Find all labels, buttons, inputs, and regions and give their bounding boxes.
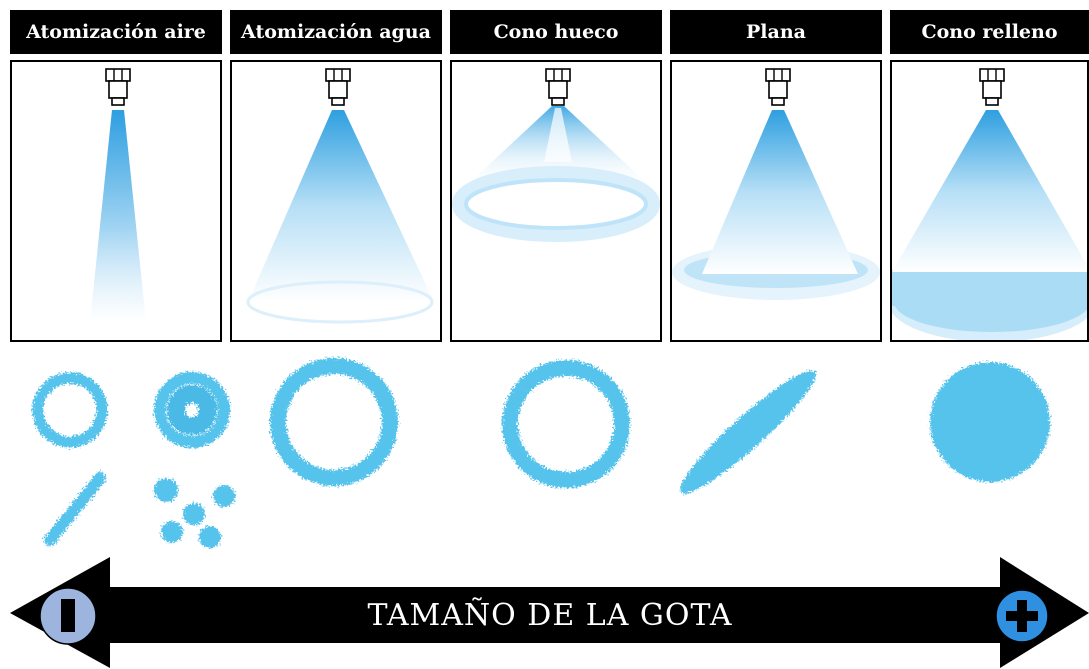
nozzle-icon xyxy=(545,68,571,106)
spray-patterns xyxy=(32,358,1050,548)
water-atomization-spray-illustration xyxy=(246,68,434,324)
flat-spray-illustration xyxy=(672,68,880,300)
header-label: Plana xyxy=(746,21,806,43)
panel-water-atomization xyxy=(230,60,442,342)
nozzle-icon xyxy=(325,68,351,106)
header-label: Cono relleno xyxy=(921,21,1058,43)
full-cone-spray-illustration xyxy=(892,68,1087,340)
hollow-ring-inner xyxy=(464,178,648,230)
flat-spray-fan xyxy=(702,110,858,274)
spray-edge xyxy=(246,280,434,324)
header-label: Atomización agua xyxy=(241,21,431,43)
hollow-cone-ring-pattern xyxy=(502,360,630,488)
nozzle-icon xyxy=(979,68,1005,106)
header-label: Atomización aire xyxy=(26,21,206,43)
panel-full-cone xyxy=(890,60,1089,342)
nozzle-icon xyxy=(765,68,791,106)
droplet-size-arrow xyxy=(10,557,1089,668)
wide-spray-cone xyxy=(248,110,434,302)
full-cone-disc-pattern xyxy=(930,362,1050,482)
header-water-atomization: Atomización agua xyxy=(230,10,442,54)
flat-ellipse-pattern xyxy=(680,370,816,494)
droplet-size-label: TAMAÑO DE LA GOTA xyxy=(250,587,850,643)
double-arrow-shape xyxy=(10,557,1089,668)
air-disc-core xyxy=(167,385,217,435)
header-hollow-cone: Cono hueco xyxy=(450,10,662,54)
air-dot-pattern xyxy=(154,478,178,502)
air-dot-pattern xyxy=(161,521,183,543)
header-full-cone: Cono relleno xyxy=(890,10,1089,54)
panel-air-atomization xyxy=(10,60,222,342)
air-dot-pattern xyxy=(199,526,221,548)
air-ring-pattern xyxy=(32,372,108,448)
hollow-cone-spray-illustration xyxy=(452,68,660,242)
full-spray-cone xyxy=(892,110,1087,272)
hollow-ring-outer xyxy=(452,166,660,242)
air-dot-pattern xyxy=(213,485,235,507)
header-flat: Plana xyxy=(670,10,882,54)
nozzle-icon xyxy=(105,68,131,106)
header-label: Cono hueco xyxy=(493,21,619,43)
panel-flat xyxy=(670,60,882,342)
air-dot-pattern xyxy=(183,503,205,525)
air-disc-pattern xyxy=(154,372,230,448)
minus-sign-icon xyxy=(61,599,75,632)
header-air-atomization: Atomización aire xyxy=(10,10,222,54)
air-atomization-spray-illustration xyxy=(90,68,146,322)
plus-sign-vertical xyxy=(1017,600,1027,632)
arrow-label-text: TAMAÑO DE LA GOTA xyxy=(367,597,733,633)
panel-hollow-cone xyxy=(450,60,662,342)
narrow-spray-cone xyxy=(90,110,146,322)
air-stripe-pattern xyxy=(44,472,106,546)
water-ring-pattern xyxy=(270,358,398,486)
